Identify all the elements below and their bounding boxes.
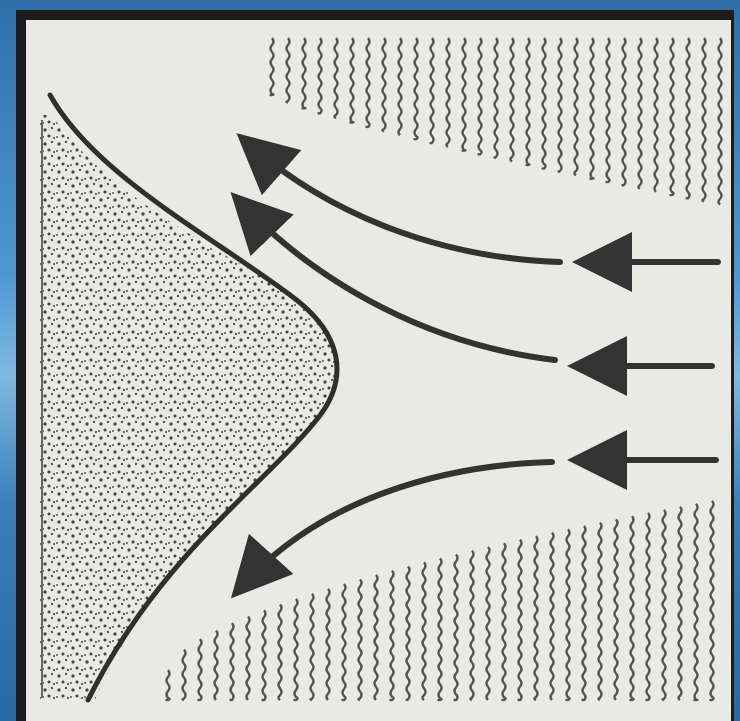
wave-stroke — [623, 38, 626, 185]
wave-stroke — [583, 526, 586, 700]
wave-stroke — [719, 38, 722, 205]
wave-stroke — [311, 594, 314, 700]
wave-stroke — [631, 516, 634, 700]
wave-stroke — [655, 38, 658, 192]
wave-stroke — [447, 38, 450, 147]
wave-stroke — [479, 38, 482, 154]
wave-stroke — [231, 623, 234, 700]
wave-stroke — [615, 519, 618, 700]
wave-stroke — [199, 639, 202, 700]
wave-stroke — [295, 599, 298, 700]
wave-stroke — [567, 529, 570, 700]
wave-stroke — [423, 562, 426, 700]
wave-stroke — [639, 38, 642, 189]
deflected-arrow-top — [250, 145, 560, 262]
shore-landmass — [40, 115, 338, 700]
wave-stroke — [455, 554, 458, 700]
wave-stroke — [551, 533, 554, 700]
wave-stroke — [503, 543, 506, 700]
wave-stroke — [391, 571, 394, 700]
wave-stroke — [591, 38, 594, 179]
wave-stroke — [215, 631, 218, 700]
wave-stroke — [575, 38, 578, 175]
wave-stroke — [375, 575, 378, 700]
wave-stroke — [671, 38, 674, 195]
wave-stroke — [183, 650, 186, 700]
wave-stroke — [167, 670, 170, 700]
wave-stroke — [327, 589, 330, 700]
wave-stroke — [399, 38, 402, 135]
wave-stroke — [407, 566, 410, 700]
wave-stroke — [711, 501, 714, 700]
wave-stroke — [487, 547, 490, 700]
wave-stroke — [359, 579, 362, 700]
wave-stroke — [695, 504, 698, 700]
wave-stroke — [663, 510, 666, 700]
deflected-arrow-bottom — [243, 462, 552, 585]
wave-stroke — [343, 584, 346, 700]
wave-stroke — [383, 38, 386, 131]
wave-stroke — [607, 38, 610, 182]
lower-wave-field — [167, 501, 714, 700]
wave-stroke — [495, 38, 498, 158]
wave-stroke — [319, 38, 322, 113]
wave-stroke — [703, 38, 706, 201]
wave-stroke — [527, 38, 530, 165]
wave-stroke — [439, 558, 442, 700]
wave-stroke — [271, 38, 274, 95]
wave-stroke — [559, 38, 562, 172]
wave-stroke — [367, 38, 370, 127]
wave-stroke — [287, 38, 290, 103]
wave-stroke — [535, 536, 538, 700]
wave-stroke — [543, 38, 546, 169]
wave-stroke — [351, 38, 354, 123]
wave-stroke — [599, 523, 602, 700]
wave-stroke — [247, 616, 250, 700]
wave-stroke — [511, 38, 514, 162]
wave-stroke — [415, 38, 418, 139]
wave-stroke — [263, 610, 266, 700]
wave-stroke — [687, 38, 690, 198]
wave-stroke — [471, 551, 474, 700]
upper-wave-field — [271, 38, 722, 205]
wave-stroke — [303, 38, 306, 108]
wave-stroke — [647, 513, 650, 700]
wave-stroke — [519, 540, 522, 700]
wave-stroke — [679, 507, 682, 700]
wave-stroke — [335, 38, 338, 118]
wave-stroke — [279, 604, 282, 700]
wave-stroke — [463, 38, 466, 151]
wave-stroke — [431, 38, 434, 143]
